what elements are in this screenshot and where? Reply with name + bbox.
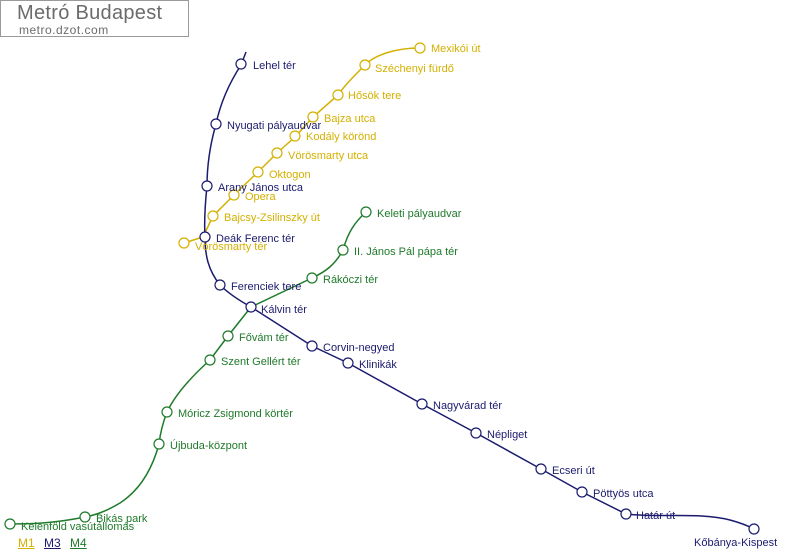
label-ii-janos-pal-papa-ter: II. János Pál pápa tér: [354, 246, 458, 258]
station-kodaly-korond[interactable]: [289, 130, 301, 142]
label-arany-janos-utca: Arany János utca: [218, 182, 304, 194]
station-kobanya-kispest[interactable]: [748, 523, 760, 535]
legend-m1-link[interactable]: M1: [18, 536, 35, 550]
label-nagyvarad-ter: Nagyvárad tér: [433, 400, 502, 412]
label-klinikak: Klinikák: [359, 359, 397, 371]
station-arany-janos-utca[interactable]: [201, 180, 213, 192]
label-vorosmarty-ter: Vörösmarty tér: [195, 241, 267, 253]
legend-m4-link[interactable]: M4: [70, 536, 87, 550]
label-vorosmarty-utca: Vörösmarty utca: [288, 150, 369, 162]
label-ujbuda-kozpont: Újbuda-központ: [170, 439, 247, 452]
label-kobanya-kispest: Kőbánya-Kispest: [694, 537, 777, 549]
station-ferenciek-tere[interactable]: [214, 279, 226, 291]
station-szent-gellert-ter[interactable]: [204, 354, 216, 366]
m4-line: [9, 211, 367, 525]
label-bajza-utca: Bajza utca: [324, 113, 376, 125]
label-nyugati-palyaudvar: Nyugati pályaudvar: [227, 120, 322, 132]
station-keleti-palyaudvar[interactable]: [360, 206, 372, 218]
label-mexikoi-ut: Mexikói út: [431, 43, 481, 55]
station-nagyvarad-ter[interactable]: [416, 398, 428, 410]
station-deak-ferenc-ter[interactable]: [199, 231, 211, 243]
station-bikas-park[interactable]: [79, 511, 91, 523]
station-nyugati-palyaudvar[interactable]: [210, 118, 222, 130]
station-vorosmarty-ter[interactable]: [178, 237, 190, 249]
label-lehel-ter: Lehel tér: [253, 60, 296, 72]
label-bikas-park: Bikás park: [96, 513, 148, 525]
label-bajcsy-zsilinszky-ut: Bajcsy-Zsilinszky út: [224, 212, 320, 224]
line-legend: M1 M3 M4: [18, 536, 93, 550]
station-rakoczi-ter[interactable]: [306, 272, 318, 284]
station-kelenfold-vasutallomas[interactable]: [4, 518, 16, 530]
label-oktogon: Oktogon: [269, 169, 311, 181]
label-szent-gellert-ter: Szent Gellért tér: [221, 356, 301, 368]
m3-stations: [199, 58, 760, 535]
label-hatar-ut: Határ út: [636, 510, 675, 522]
label-deak-ferenc-ter: Deák Ferenc tér: [216, 233, 295, 245]
station-ii-janos-pal-papa-ter[interactable]: [337, 244, 349, 256]
label-moricz-zsigmond-korter: Móricz Zsigmond körtér: [178, 408, 293, 420]
station-nepliget[interactable]: [470, 427, 482, 439]
station-hatar-ut[interactable]: [620, 508, 632, 520]
m1-labels: Mexikói út Széchenyi fürdő Hősök tere Ba…: [195, 43, 481, 253]
station-kalvin-ter[interactable]: [245, 301, 257, 313]
station-fovam-ter[interactable]: [222, 330, 234, 342]
station-ujbuda-kozpont[interactable]: [153, 438, 165, 450]
station-corvin-negyed[interactable]: [306, 340, 318, 352]
station-opera[interactable]: [228, 189, 240, 201]
m4-labels: Keleti pályaudvar II. János Pál pápa tér…: [21, 208, 462, 533]
label-hosok-tere: Hősök tere: [348, 90, 401, 102]
m1-stations: [178, 42, 426, 249]
label-rakoczi-ter: Rákóczi tér: [323, 274, 378, 286]
station-pottyos-utca[interactable]: [576, 486, 588, 498]
station-bajza-utca[interactable]: [307, 111, 319, 123]
m1-line: [183, 47, 421, 244]
label-fovam-ter: Fővám tér: [239, 332, 289, 344]
label-nepliget: Népliget: [487, 429, 527, 441]
station-moricz-zsigmond-korter[interactable]: [161, 406, 173, 418]
station-hosok-tere[interactable]: [332, 89, 344, 101]
label-ferenciek-tere: Ferenciek tere: [231, 281, 301, 293]
station-mexikoi-ut[interactable]: [414, 42, 426, 54]
station-bajcsy-zsilinszky-ut[interactable]: [207, 210, 219, 222]
station-oktogon[interactable]: [252, 166, 264, 178]
site-url: metro.dzot.com: [19, 23, 109, 37]
label-szechenyi-furdo: Széchenyi fürdő: [375, 63, 454, 75]
page-title: Metró Budapest: [17, 2, 163, 24]
label-ecseri-ut: Ecseri út: [552, 465, 595, 477]
station-lehel-ter[interactable]: [235, 58, 247, 70]
label-pottyos-utca: Pöttyös utca: [593, 488, 654, 500]
label-opera: Opera: [245, 191, 276, 203]
label-kodaly-korond: Kodály körönd: [306, 131, 376, 143]
m3-labels: Lehel tér Nyugati pályaudvar Arany János…: [216, 60, 777, 549]
title-box: Metró Budapest metro.dzot.com: [0, 0, 189, 37]
label-corvin-negyed: Corvin-negyed: [323, 342, 395, 354]
station-klinikak[interactable]: [342, 357, 354, 369]
legend-m3-link[interactable]: M3: [44, 536, 61, 550]
station-ecseri-ut[interactable]: [535, 463, 547, 475]
station-vorosmarty-utca[interactable]: [271, 147, 283, 159]
label-kalvin-ter: Kálvin tér: [261, 304, 307, 316]
label-kelenfold-vasutallomas: Kelenföld vasútállomás: [21, 521, 135, 533]
label-keleti-palyaudvar: Keleti pályaudvar: [377, 208, 462, 220]
station-szechenyi-furdo[interactable]: [359, 59, 371, 71]
m4-stations: [4, 206, 372, 530]
